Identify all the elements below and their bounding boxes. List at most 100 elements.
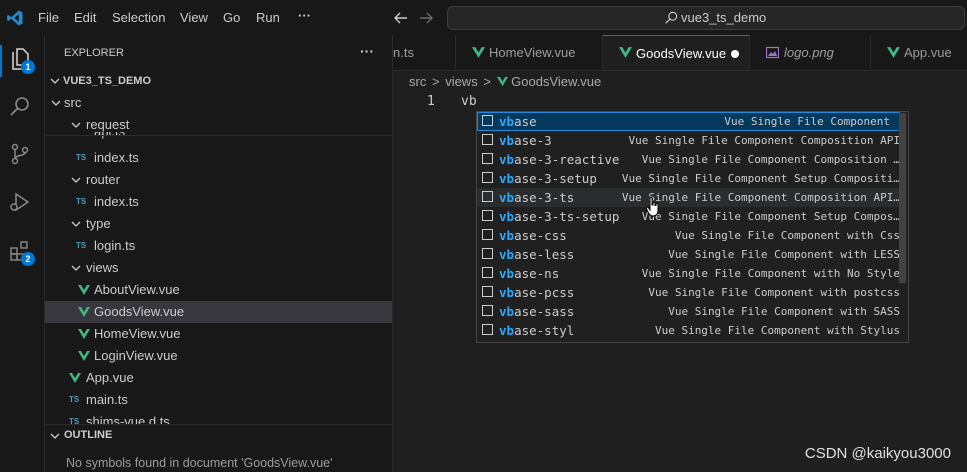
tab-homeview[interactable]: HomeView.vue: [456, 35, 603, 70]
tree-label: index.ts: [94, 194, 139, 209]
ts-file-icon: TS: [76, 153, 87, 162]
suggestion-item[interactable]: vbase-pcss Vue Single File Component wit…: [477, 283, 900, 302]
command-center-search[interactable]: vue3_ts_demo: [447, 6, 965, 30]
breadcrumb-separator: >: [483, 74, 491, 89]
suggest-scrollbar[interactable]: [899, 113, 906, 283]
menu-more[interactable]: ···: [298, 8, 311, 23]
suggestion-label: vbase-3-reactive: [499, 150, 619, 169]
chevron-down-icon: [50, 433, 60, 439]
suggestion-item[interactable]: vbase-3-ts-setup Vue Single File Compone…: [477, 207, 900, 226]
tree-file-api-ts[interactable]: api.ts: [45, 132, 392, 144]
tree-file-request-index-ts[interactable]: TS index.ts: [45, 147, 392, 169]
breadcrumb-file[interactable]: GoodsView.vue: [511, 74, 602, 89]
suggestion-rest: ase-3-ts: [514, 190, 575, 205]
suggestion-item[interactable]: vbase-css Vue Single File Component with…: [477, 226, 900, 245]
unsaved-dot-icon[interactable]: [731, 50, 739, 58]
menu-edit[interactable]: Edit: [74, 10, 97, 25]
tree-folder-views[interactable]: views: [45, 257, 392, 279]
suggestion-rest: ase-pcss: [514, 285, 575, 300]
run-debug-icon[interactable]: [8, 190, 32, 214]
tab-label: App.vue: [904, 45, 952, 60]
hand-cursor-icon: [645, 196, 659, 217]
menu-go[interactable]: Go: [223, 10, 241, 25]
suggestion-item[interactable]: vbase-3-reactive Vue Single File Compone…: [477, 150, 900, 169]
tree-folder-src[interactable]: src: [45, 92, 392, 114]
suggestion-item[interactable]: vbase-3-setup Vue Single File Component …: [477, 169, 900, 188]
tab-app-vue[interactable]: App.vue: [871, 35, 967, 70]
suggestion-rest: ase-3-reactive: [514, 152, 620, 167]
tree-folder-router[interactable]: router: [45, 169, 392, 191]
project-name: VUE3_TS_DEMO: [63, 75, 152, 87]
suggestion-rest: ase-ns: [514, 266, 560, 281]
chevron-down-icon: [51, 100, 61, 106]
menu-file[interactable]: File: [38, 10, 59, 25]
back-arrow-icon[interactable]: [393, 10, 409, 26]
project-folder-header[interactable]: VUE3_TS_DEMO: [45, 70, 392, 92]
forward-arrow-icon[interactable]: [418, 10, 434, 26]
activity-bar: 1 2: [0, 35, 45, 472]
vue-file-icon: [619, 47, 632, 58]
suggestion-match: vb: [499, 190, 515, 205]
explorer-badge: 1: [21, 60, 35, 74]
suggestion-label: vbase: [499, 112, 537, 131]
tab-goodsview[interactable]: GoodsView.vue: [603, 35, 750, 70]
tree-folder-request[interactable]: request: [45, 114, 392, 136]
tree-file-router-index-ts[interactable]: TS index.ts: [45, 191, 392, 213]
outline-header[interactable]: OUTLINE: [45, 425, 392, 447]
menu-run[interactable]: Run: [256, 10, 280, 25]
breadcrumb-src[interactable]: src: [409, 74, 427, 89]
suggestion-detail: Vue Single File Component Setup Compos…: [641, 210, 900, 223]
code-line[interactable]: vb: [461, 94, 477, 109]
source-control-icon[interactable]: [8, 142, 32, 166]
suggestion-match: vb: [499, 114, 515, 129]
outline-title: OUTLINE: [64, 429, 113, 441]
tree-label: App.vue: [86, 370, 134, 385]
menu-view[interactable]: View: [180, 10, 208, 25]
tree-file-loginview[interactable]: LoginView.vue: [45, 345, 392, 367]
suggestion-label: vbase-sass: [499, 302, 574, 321]
suggestion-rest: ase-styl: [514, 323, 575, 338]
suggestion-label: vbase-ns: [499, 264, 559, 283]
image-file-icon: [766, 46, 779, 59]
suggestion-rest: ase-css: [514, 228, 567, 243]
breadcrumb-views[interactable]: views: [445, 74, 478, 89]
tree-folder-type[interactable]: type: [45, 213, 392, 235]
suggestion-detail: Vue Single File Component Composition AP…: [628, 134, 900, 147]
tree-file-homeview[interactable]: HomeView.vue: [45, 323, 392, 345]
extensions-badge: 2: [21, 252, 35, 266]
suggestion-item[interactable]: vbase-styl Vue Single File Component wit…: [477, 321, 900, 340]
chevron-down-icon: [71, 177, 81, 183]
suggestion-match: vb: [499, 152, 515, 167]
tree-file-shims[interactable]: TS shims-vue.d.ts: [45, 411, 392, 424]
suggestion-item[interactable]: vbase-ns Vue Single File Component with …: [477, 264, 900, 283]
sticky-scroll-divider: [45, 135, 392, 136]
tree-file-app-vue[interactable]: App.vue: [45, 367, 392, 389]
suggestion-detail: Vue Single File Component with LESS: [668, 248, 900, 261]
menu-selection[interactable]: Selection: [112, 10, 166, 25]
explorer-title: EXPLORER: [64, 47, 124, 59]
suggestion-detail: Vue Single File Component with Css: [674, 229, 900, 242]
suggestion-item[interactable]: vbase-less Vue Single File Component wit…: [477, 245, 900, 264]
suggestion-item-hovered[interactable]: vbase-3-ts Vue Single File Component Com…: [477, 188, 900, 207]
tree-file-goodsview[interactable]: GoodsView.vue: [45, 301, 392, 323]
tree-file-aboutview[interactable]: AboutView.vue: [45, 279, 392, 301]
tab-partial-ts[interactable]: n.ts: [393, 35, 456, 70]
tree-label: main.ts: [86, 392, 128, 407]
tab-logo-png[interactable]: logo.png: [750, 35, 871, 70]
suggestion-detail: Vue Single File Component Composition AP…: [621, 191, 900, 204]
suggestion-item[interactable]: vbase-sass Vue Single File Component wit…: [477, 302, 900, 321]
suggestion-label: vbase-3: [499, 131, 552, 150]
suggestion-item[interactable]: vbase Vue Single File Component: [477, 112, 900, 131]
suggestion-match: vb: [499, 323, 515, 338]
suggestion-item[interactable]: vbase-3 Vue Single File Component Compos…: [477, 131, 900, 150]
suggestion-rest: ase-sass: [514, 304, 575, 319]
tree-label: views: [86, 260, 119, 275]
suggestion-label: vbase-css: [499, 226, 567, 245]
explorer-more-button[interactable]: ···: [360, 43, 374, 59]
suggestion-match: vb: [499, 285, 515, 300]
tree-file-login-ts[interactable]: TS login.ts: [45, 235, 392, 257]
search-sidebar-icon[interactable]: [8, 95, 32, 119]
tree-file-main-ts[interactable]: TS main.ts: [45, 389, 392, 411]
title-bar: File Edit Selection View Go Run ··· vue3…: [0, 0, 967, 36]
suggestion-match: vb: [499, 228, 515, 243]
